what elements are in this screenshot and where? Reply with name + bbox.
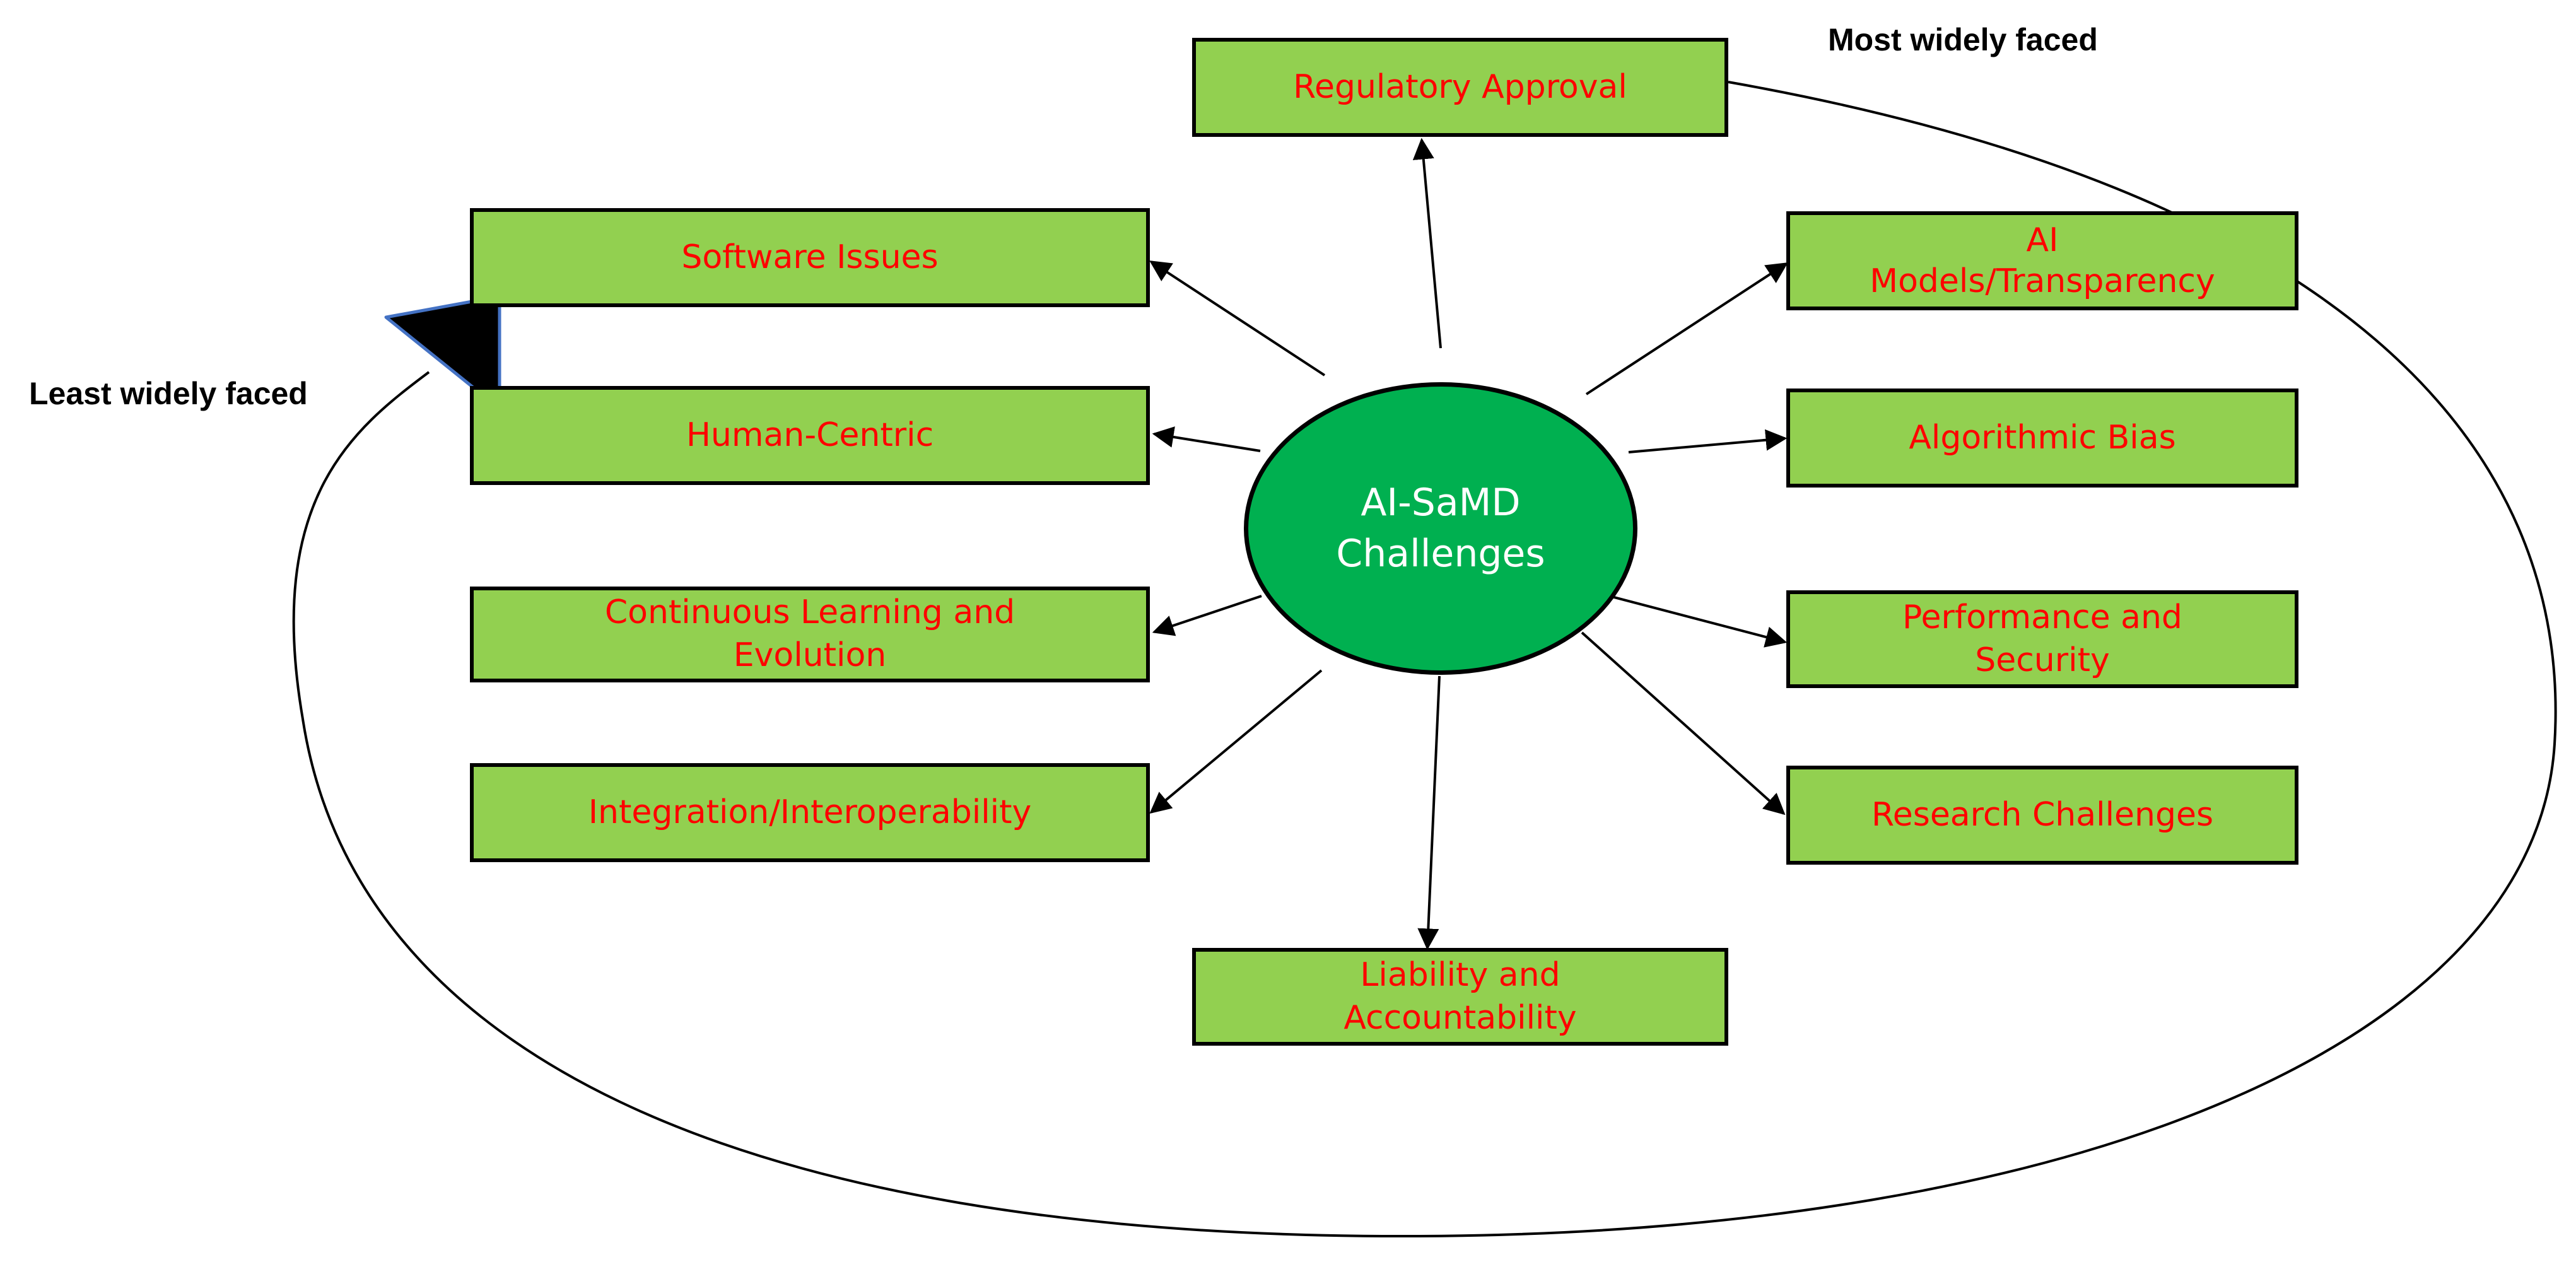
node-integration-interoperability: Integration/Interoperability [470,763,1150,862]
node-liability-accountability: Liability and Accountability [1192,948,1728,1046]
arrow-to-liability-accountability [1417,675,1441,950]
node-performance-security: Performance and Security [1786,590,2298,688]
node-label: Integration/Interoperability [588,793,1032,832]
ranking-arrowhead [384,295,501,411]
node-algorithmic-bias: Algorithmic Bias [1786,389,2298,488]
node-label: Algorithmic Bias [1909,419,2176,457]
arrow-to-performance-security [1601,593,1788,648]
node-label: AI Models/Transparency [1870,221,2215,300]
arrow-to-human-centric [1152,426,1261,452]
most-widely-faced-label: Most widely faced [1828,22,2098,57]
node-research-challenges: Research Challenges [1786,766,2298,865]
node-label: Human-Centric [686,416,934,455]
node-ai-models-transparency: AI Models/Transparency [1786,211,2298,310]
node-label: Liability and Accountability [1344,955,1577,1037]
arrow-to-integration-interoperability [1149,669,1323,814]
arrow-to-algorithmic-bias [1628,429,1788,453]
node-label: Research Challenges [1871,796,2214,834]
center-node-label: AI-SaMD Challenges [1336,481,1545,576]
node-label: Continuous Learning and Evolution [604,593,1016,674]
node-label: Software Issues [681,238,939,277]
node-software-issues: Software Issues [470,208,1150,307]
node-continuous-learning: Continuous Learning and Evolution [470,587,1150,682]
arrow-to-ai-models-transparency [1585,262,1788,395]
arrow-to-regulatory-approval [1412,137,1442,349]
arrow-to-software-issues [1149,260,1326,377]
arrow-to-continuous-learning [1152,595,1262,636]
node-label: Regulatory Approval [1293,68,1627,107]
center-node: AI-SaMD Challenges [1244,382,1637,675]
node-regulatory-approval: Regulatory Approval [1192,38,1728,137]
arrow-to-research-challenges [1581,631,1786,815]
ranking-ellipse [292,81,2557,1238]
least-widely-faced-label: Least widely faced [29,376,308,411]
node-human-centric: Human-Centric [470,386,1150,485]
node-label: Performance and Security [1902,598,2182,679]
